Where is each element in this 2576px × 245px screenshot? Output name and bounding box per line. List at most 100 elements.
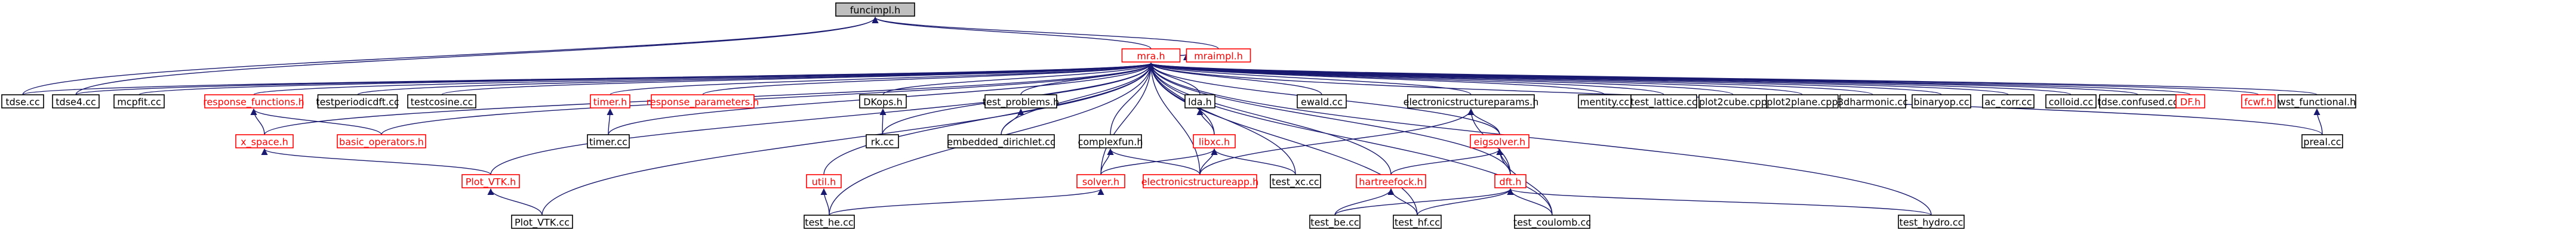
- edge-hartreefock-to-eigsolver: [1390, 148, 1503, 175]
- node-test_lattice[interactable]: test_lattice.cc: [1630, 94, 1697, 108]
- node-label-timer_cc: timer.cc: [589, 137, 627, 148]
- node-label-mra: mra.h: [1137, 51, 1165, 62]
- node-libxc[interactable]: libxc.h: [1193, 134, 1236, 148]
- node-box-preal: [2301, 134, 2343, 148]
- node-embedded_dirichlet[interactable]: embedded_dirichlet.cc: [947, 134, 1055, 148]
- node-x_space[interactable]: x_space.h: [235, 134, 294, 148]
- edge-test_he-to-util: [820, 188, 830, 216]
- node-mraimpl[interactable]: mraimpl.h: [1186, 48, 1251, 63]
- node-response_functions[interactable]: response_functions.h: [203, 94, 304, 108]
- node-box-wst_functional: [2278, 94, 2356, 108]
- node-box-timer_h: [590, 94, 630, 108]
- node-box-Plot_VTK_h: [461, 174, 520, 188]
- node-label-ewald: ewald.cc: [1301, 97, 1343, 108]
- node-test_hf[interactable]: test_hf.cc: [1393, 215, 1442, 229]
- node-label-testcosine: testcosine.cc: [411, 97, 473, 108]
- node-label-tdse4: tdse4.cc: [56, 97, 96, 108]
- node-test_coulomb[interactable]: test_coulomb.cc: [1513, 215, 1591, 229]
- node-electronicstructureapp[interactable]: electronicstructureapp.h: [1141, 174, 1259, 188]
- node-label-ac_corr: ac_corr.cc: [1984, 97, 2032, 108]
- node-ewald[interactable]: ewald.cc: [1297, 94, 1347, 108]
- node-Plot_VTK_h[interactable]: Plot_VTK.h: [461, 174, 520, 188]
- node-label-binaryop: binaryop.cc: [1913, 97, 1969, 108]
- node-lda[interactable]: lda.h: [1184, 94, 1215, 108]
- node-test_he[interactable]: test_he.cc: [804, 215, 855, 229]
- node-fcwf[interactable]: fcwf.h: [2241, 94, 2276, 108]
- edge-testcosine-to-mra: [441, 62, 1155, 95]
- node-plot2cube[interactable]: plot2cube.cpp: [1698, 94, 1768, 108]
- node-box-test_lattice: [1630, 94, 1697, 108]
- node-tdse[interactable]: tdse.cc: [1, 94, 44, 108]
- node-label-DF: DF.h: [2180, 97, 2200, 108]
- edge-response_parameters-to-mra: [702, 62, 1155, 95]
- node-label-response_functions: response_functions.h: [203, 97, 304, 108]
- node-util[interactable]: util.h: [806, 174, 842, 188]
- node-timer_cc[interactable]: timer.cc: [587, 134, 630, 148]
- node-label-libxc: libxc.h: [1199, 137, 1230, 148]
- node-box-eigsolver: [1470, 134, 1529, 148]
- node-label-mraimpl: mraimpl.h: [1194, 51, 1243, 62]
- node-test_xc[interactable]: test_xc.cc: [1270, 174, 1321, 188]
- node-label-rk: rk.cc: [871, 137, 894, 148]
- node-binaryop[interactable]: binaryop.cc: [1912, 94, 1971, 108]
- node-label-test_xc: test_xc.cc: [1272, 176, 1319, 188]
- node-box-response_functions: [204, 94, 303, 108]
- edge-dft-to-eigsolver: [1496, 148, 1511, 175]
- node-preal[interactable]: preal.cc: [2301, 134, 2343, 148]
- node-box-test_be: [1309, 215, 1361, 229]
- node-testcosine[interactable]: testcosine.cc: [407, 94, 476, 108]
- node-DKops[interactable]: DKops.h: [859, 94, 907, 108]
- edge-eigsolver-to-electronicstructureparams: [1467, 108, 1500, 135]
- node-complexfun[interactable]: complexfun.h: [1078, 134, 1143, 148]
- node-box-test_xc: [1270, 174, 1321, 188]
- node-box-test_hydro: [1898, 215, 1965, 229]
- node-label-3dharmonic: 3dharmonic.cc: [1838, 97, 1908, 108]
- node-solver[interactable]: solver.h: [1076, 174, 1125, 188]
- node-mcpfit[interactable]: mcpfit.cc: [113, 94, 165, 108]
- node-label-DKops: DKops.h: [863, 97, 903, 108]
- node-dft[interactable]: dft.h: [1494, 174, 1526, 188]
- node-DF[interactable]: DF.h: [2175, 94, 2205, 108]
- node-box-testcosine: [407, 94, 476, 108]
- node-label-test_hydro: test_hydro.cc: [1900, 217, 1963, 229]
- node-label-mcpfit: mcpfit.cc: [117, 97, 161, 108]
- node-tdse4[interactable]: tdse4.cc: [52, 94, 100, 108]
- node-3dharmonic[interactable]: 3dharmonic.cc: [1838, 94, 1908, 108]
- node-timer_h[interactable]: timer.h: [590, 94, 630, 108]
- node-colloid[interactable]: colloid.cc: [2045, 94, 2097, 108]
- node-basic_operators[interactable]: basic_operators.h: [337, 134, 426, 148]
- node-label-solver: solver.h: [1082, 176, 1119, 188]
- edge-preal-to-wst_functional: [2313, 108, 2323, 135]
- node-mentity[interactable]: mentity.cc: [1578, 94, 1632, 108]
- edge-Plot_VTK_h-to-x_space: [261, 148, 491, 175]
- node-eigsolver[interactable]: eigsolver.h: [1470, 134, 1529, 148]
- node-response_parameters[interactable]: response_parameters.h: [647, 94, 759, 108]
- node-box-plot2plane: [1766, 94, 1839, 108]
- node-box-basic_operators: [337, 134, 426, 148]
- node-box-mcpfit: [113, 94, 165, 108]
- node-label-mentity: mentity.cc: [1580, 97, 1629, 108]
- node-test_hydro[interactable]: test_hydro.cc: [1898, 215, 1965, 229]
- node-test_problems[interactable]: test_problems.h: [983, 94, 1060, 108]
- edge-Plot_VTK_cc-to-Plot_VTK_h: [487, 188, 543, 216]
- node-test_be[interactable]: test_be.cc: [1309, 215, 1361, 229]
- node-box-3dharmonic: [1839, 94, 1906, 108]
- node-Plot_VTK_cc[interactable]: Plot_VTK.cc: [511, 215, 573, 229]
- node-tdse_confused[interactable]: tdse.confused.cc: [2097, 94, 2178, 108]
- node-label-test_coulomb: test_coulomb.cc: [1513, 217, 1591, 229]
- node-wst_functional[interactable]: wst_functional.h: [2278, 94, 2356, 108]
- node-testperiodicdft[interactable]: testperiodicdft.cc: [316, 94, 399, 108]
- node-label-lda: lda.h: [1188, 97, 1212, 108]
- node-electronicstructureparams[interactable]: electronicstructureparams.h: [1404, 94, 1539, 108]
- edge-mraimpl-to-funcimpl: [872, 16, 1219, 49]
- node-label-hartreefock: hartreefock.h: [1359, 176, 1423, 188]
- node-mra[interactable]: mra.h: [1121, 48, 1181, 63]
- node-label-test_problems: test_problems.h: [983, 97, 1060, 108]
- node-label-complexfun: complexfun.h: [1078, 137, 1143, 148]
- node-plot2plane[interactable]: plot2plane.cpp: [1766, 94, 1839, 108]
- node-box-rk: [866, 134, 899, 148]
- node-ac_corr[interactable]: ac_corr.cc: [1982, 94, 2035, 108]
- edge-test_hydro-to-mra: [1147, 62, 1932, 216]
- node-rk[interactable]: rk.cc: [866, 134, 899, 148]
- node-hartreefock[interactable]: hartreefock.h: [1356, 174, 1426, 188]
